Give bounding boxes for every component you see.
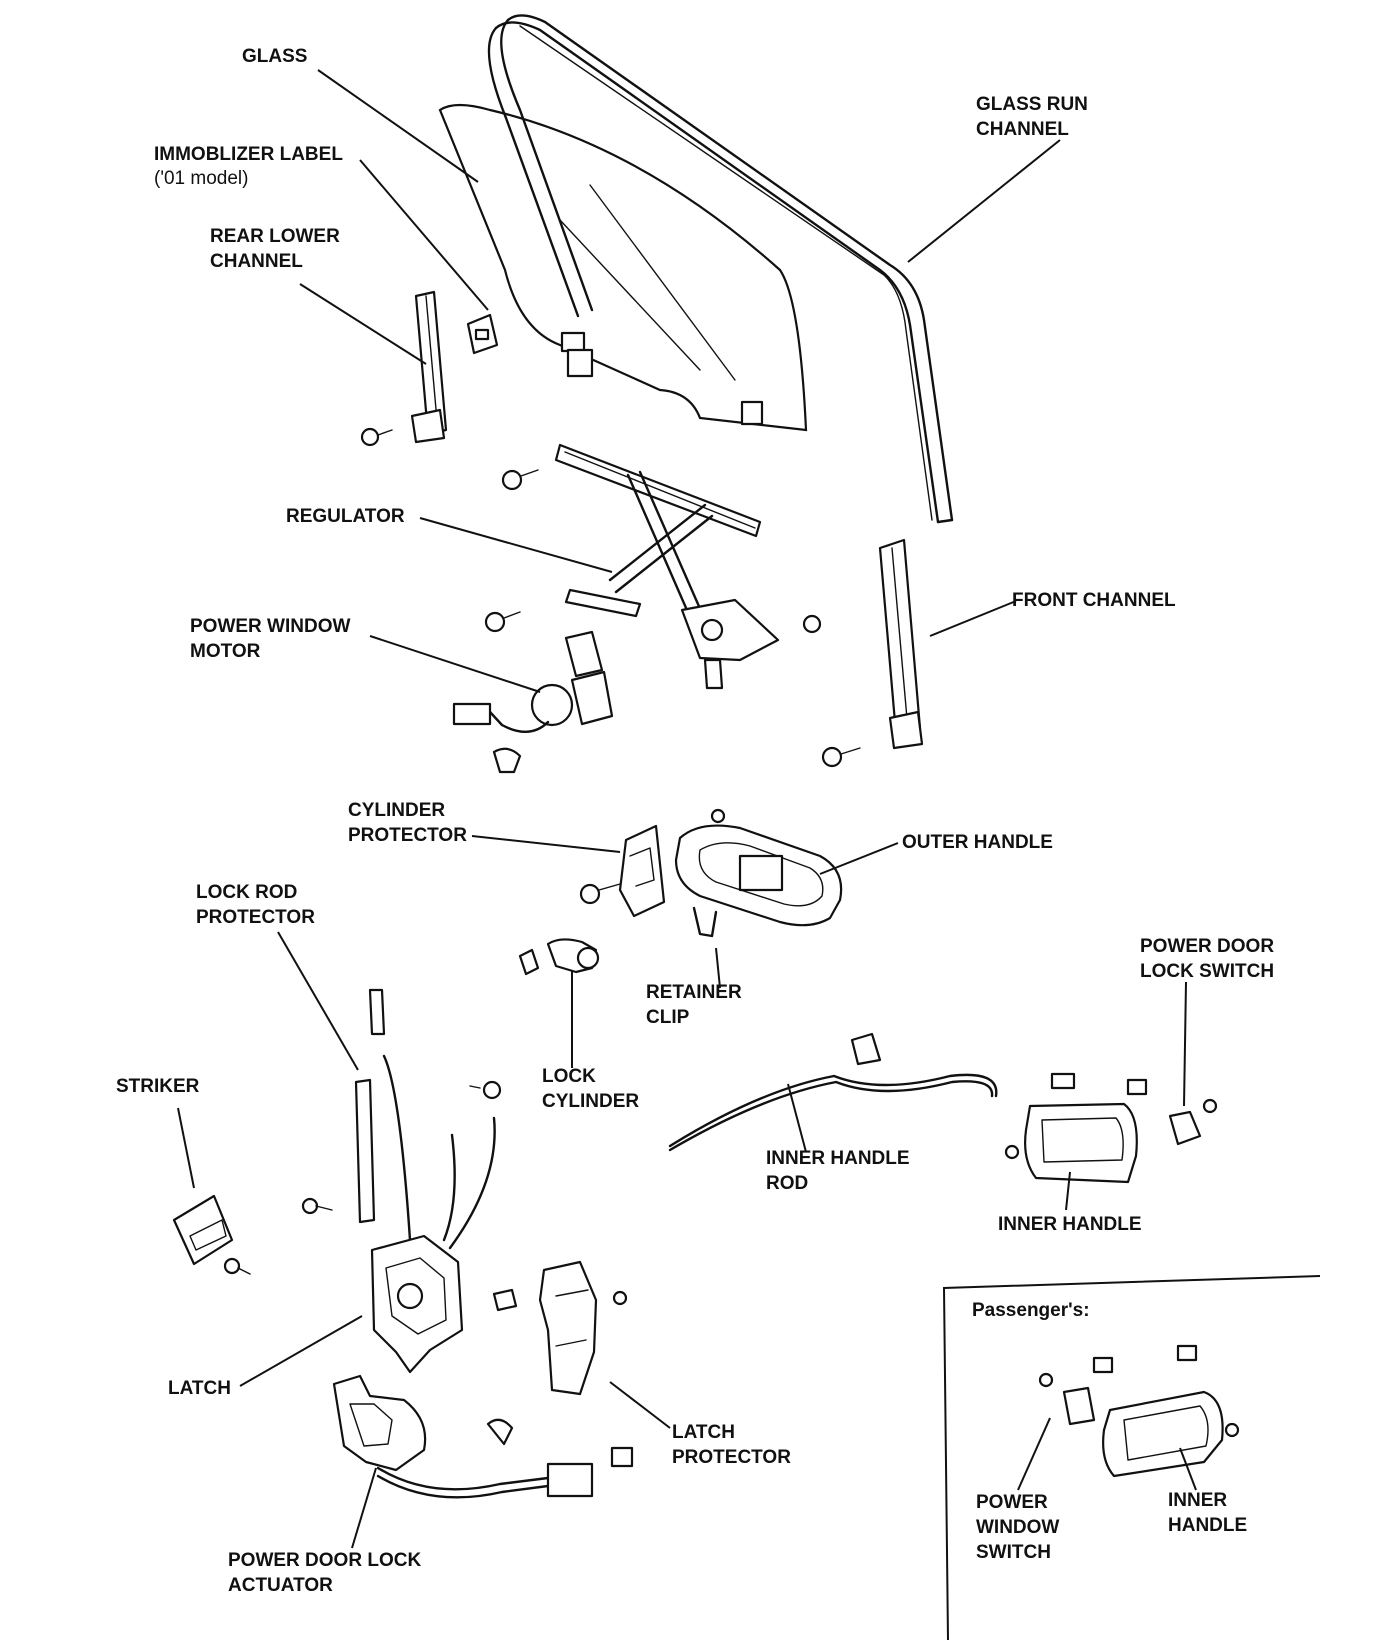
passenger-inset-frame — [942, 1275, 1321, 1641]
front-channel-part — [821, 538, 924, 768]
retainer-clip-part — [692, 906, 718, 938]
label-front-channel: FRONT CHANNEL — [1012, 590, 1176, 611]
label-inner-handle-rod: INNER HANDLE ROD — [766, 1148, 910, 1194]
power-door-lock-switch-part — [1168, 1098, 1218, 1146]
leader-lines — [177, 69, 1187, 1549]
label-lock-cylinder: LOCK CYLINDER — [542, 1066, 640, 1112]
latch-protector-part — [492, 1260, 628, 1396]
label-regulator: REGULATOR — [286, 506, 405, 527]
label-latch: LATCH — [168, 1378, 231, 1399]
glass-part — [438, 103, 808, 432]
label-striker: STRIKER — [116, 1076, 200, 1097]
label-power-window-switch: POWER WINDOW SWITCH — [976, 1492, 1060, 1563]
label-glass: GLASS — [242, 46, 308, 67]
label-retainer-clip: RETAINER CLIP — [646, 982, 742, 1028]
label-glass-run-channel: GLASS RUN CHANNEL — [976, 94, 1088, 140]
inset-parts — [1017, 1344, 1240, 1491]
label-inner-handle: INNER HANDLE — [998, 1214, 1142, 1235]
lock-cylinder-part — [518, 938, 600, 976]
regulator-part — [484, 443, 822, 690]
glass-run-channel-part — [487, 14, 954, 524]
label-inset-inner-handle: INNER HANDLE — [1168, 1490, 1248, 1536]
label-power-door-lock-switch: POWER DOOR LOCK SWITCH — [1140, 936, 1275, 982]
label-immobilizer-note: ('01 model) — [154, 168, 249, 189]
inset-title: Passenger's: — [972, 1300, 1090, 1321]
label-power-window-motor: POWER WINDOW MOTOR — [190, 616, 351, 662]
label-rear-lower-channel: REAR LOWER CHANNEL — [210, 226, 340, 272]
cylinder-protector-part — [579, 824, 666, 918]
inner-handle-part — [1004, 1072, 1148, 1184]
power-window-motor-part — [452, 630, 614, 774]
immobilizer-label-part — [466, 313, 499, 355]
label-power-door-lock-actuator: POWER DOOR LOCK ACTUATOR — [228, 1550, 422, 1596]
label-cylinder-protector: CYLINDER PROTECTOR — [348, 800, 467, 846]
label-lock-rod-protector: LOCK ROD PROTECTOR — [196, 882, 315, 928]
label-outer-handle: OUTER HANDLE — [902, 832, 1053, 853]
label-latch-protector: LATCH PROTECTOR — [672, 1422, 791, 1468]
outer-handle-part — [674, 808, 843, 927]
label-immobilizer: IMMOBLIZER LABEL — [154, 144, 343, 165]
inner-handle-rod-part — [668, 1032, 998, 1152]
lock-rod-protector-part — [354, 988, 502, 1250]
power-door-lock-actuator-part — [332, 1374, 634, 1499]
striker-part — [172, 1194, 333, 1275]
latch-part — [370, 1234, 464, 1374]
rear-lower-channel-part — [360, 290, 448, 447]
